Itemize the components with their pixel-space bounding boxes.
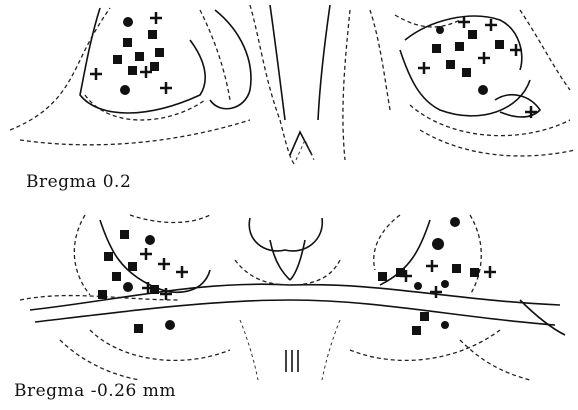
marker-circle: [414, 282, 422, 290]
marker-circle: [432, 238, 444, 250]
marker-square: [470, 268, 479, 277]
marker-square: [135, 52, 144, 61]
marker-square: [128, 66, 137, 75]
marker-square: [495, 40, 504, 49]
marker-circle: [120, 85, 130, 95]
marker-square: [455, 42, 464, 51]
marker-square: [412, 326, 421, 335]
marker-circle: [123, 282, 133, 292]
marker-square: [446, 60, 455, 69]
marker-square: [462, 68, 471, 77]
marker-circle: [441, 321, 449, 329]
panel-top-caption: Bregma 0.2: [26, 172, 131, 192]
marker-cross: [418, 16, 537, 118]
marker-circle: [478, 85, 488, 95]
panel-bottom-markers: [98, 217, 496, 335]
marker-circle: [123, 17, 133, 27]
marker-square: [123, 38, 132, 47]
marker-square: [378, 272, 387, 281]
marker-square: [148, 30, 157, 39]
marker-square: [128, 262, 137, 271]
marker-square: [468, 30, 477, 39]
marker-square: [120, 230, 129, 239]
marker-square: [155, 48, 164, 57]
marker-circle: [165, 320, 175, 330]
marker-square: [150, 62, 159, 71]
marker-square: [150, 285, 159, 294]
marker-square: [452, 264, 461, 273]
marker-circle: [441, 280, 449, 288]
panel-top-markers: [90, 12, 537, 118]
panel-bottom-caption: Bregma -0.26 mm: [14, 381, 176, 401]
marker-square: [104, 252, 113, 261]
marker-square: [420, 312, 429, 321]
marker-circle: [436, 26, 444, 34]
marker-square: [98, 290, 107, 299]
marker-circle: [450, 217, 460, 227]
marker-square: [432, 44, 441, 53]
marker-circle: [145, 235, 155, 245]
marker-square: [112, 272, 121, 281]
marker-square: [113, 55, 122, 64]
marker-square: [134, 324, 143, 333]
